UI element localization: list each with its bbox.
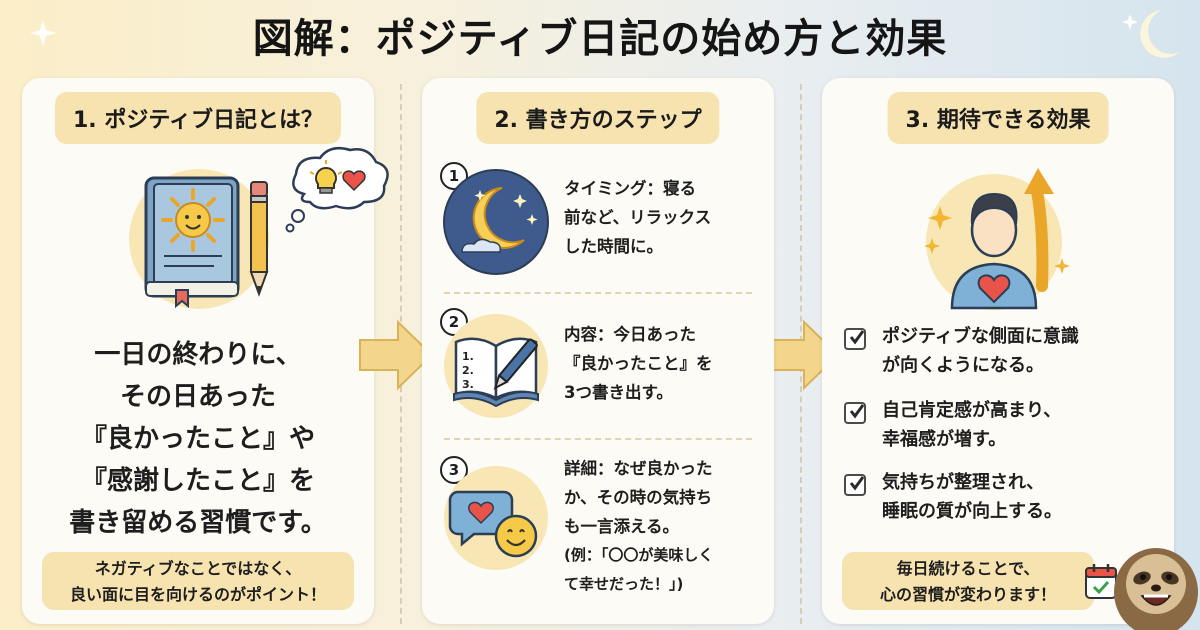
note-line: 心の習慣が変わります！ [879,585,1056,604]
step-line: 『良かったこと』を [564,354,713,373]
step-line: タイミング：寝る [564,179,696,198]
check-mark [849,330,865,345]
arrow-right-icon [359,319,434,391]
notebook-list-item: 3. [462,378,474,391]
note-line: 毎日続けることで、 [896,559,1040,578]
notebook-list-item: 2. [462,364,474,377]
effect-line: が向くようになる。 [882,355,1044,376]
description-line: 『良かったこと』や [80,424,315,454]
open-notebook-icon: 1. 2. 3. [444,314,548,418]
sloth-mascot-icon [1114,548,1198,630]
step-line: か、その時の気持ち [564,488,713,507]
effect-line: ポジティブな側面に意識 [882,326,1079,347]
description-line: その日あった [119,382,276,412]
step-text: タイミング：寝る 前など、リラックス した時間に。 [564,174,711,261]
description-line: 書き留める習慣です。 [69,508,327,538]
step-line: 前など、リラックス [564,208,712,227]
step-line: 詳細：なぜ良かった [564,459,713,478]
page-title: 図解：ポジティブ日記の始め方と効果 [252,16,948,62]
effect-line: 気持ちが整理され、 [882,472,1045,493]
description-line: 『感謝したこと』を [80,466,315,496]
step-line: て幸せだった！」) [564,575,684,593]
step-line: (例：「〇〇が美味しく [564,546,714,564]
step-line: 内容：今日あった [564,325,696,344]
effect-text: 自己肯定感が高まり、 幸福感が増す。 [882,396,1061,454]
panel-what-is: 1. ポジティブ日記とは？ [22,78,389,624]
step-line: した時間に。 [564,237,663,256]
step-line: も一言添える。 [564,517,680,536]
panel-heading: 3. 期待できる効果 [887,92,1109,144]
step-divider [444,292,752,294]
effect-line: 幸福感が増す。 [882,429,1007,450]
background-moon-icon [1122,10,1180,58]
person-heart-growth-icon [924,168,1070,310]
point-note: ネガティブなことではなく、 良い面に目を向けるのがポイント！ [42,552,354,610]
habit-note: 毎日続けることで、 心の習慣が変わります！ [842,552,1094,610]
panel-how-to: 2. 書き方のステップ 1 タイミング：寝る 前など、リラックス した時間に。 … [422,78,774,624]
effect-line: 自己肯定感が高まり、 [882,400,1062,421]
check-mark [849,404,865,419]
description-line: 一日の終わりに、 [94,340,302,370]
pencil-icon [249,181,269,297]
step-text: 詳細：なぜ良かった か、その時の気持ち も一言添える。 (例：「〇〇が美味しく … [564,454,713,599]
step-text: 内容：今日あった 『良かったこと』を 3つ書き出す。 [564,320,713,407]
note-line: ネガティブなことではなく、 [94,559,302,578]
panel-effects: 3. 期待できる効果 ポジティブな側面に意識 が向くようになる。 自己肯定感が高… [822,78,1174,624]
heart-smile-speech-icon [444,466,548,570]
effect-text: 気持ちが整理され、 睡眠の質が向上する。 [882,468,1062,526]
check-mark [849,476,865,491]
description-text: 一日の終わりに、 その日あった 『良かったこと』や 『感謝したこと』を 書き留め… [22,334,374,544]
notebook-sun-icon [129,169,269,309]
notebook-list-item: 1. [462,350,474,363]
lightbulb-heart-bubble-icon [285,147,389,233]
moon-stars-icon [443,169,549,275]
note-line: 良い面に目を向けるのがポイント！ [69,585,326,604]
step-divider [444,438,752,440]
background-star-icon [30,20,56,46]
panel-heading: 1. ポジティブ日記とは？ [54,92,342,144]
effect-line: 睡眠の質が向上する。 [882,501,1062,522]
step-line: 3つ書き出す。 [564,383,673,402]
panel-heading: 2. 書き方のステップ [476,92,720,144]
effect-text: ポジティブな側面に意識 が向くようになる。 [882,322,1079,380]
